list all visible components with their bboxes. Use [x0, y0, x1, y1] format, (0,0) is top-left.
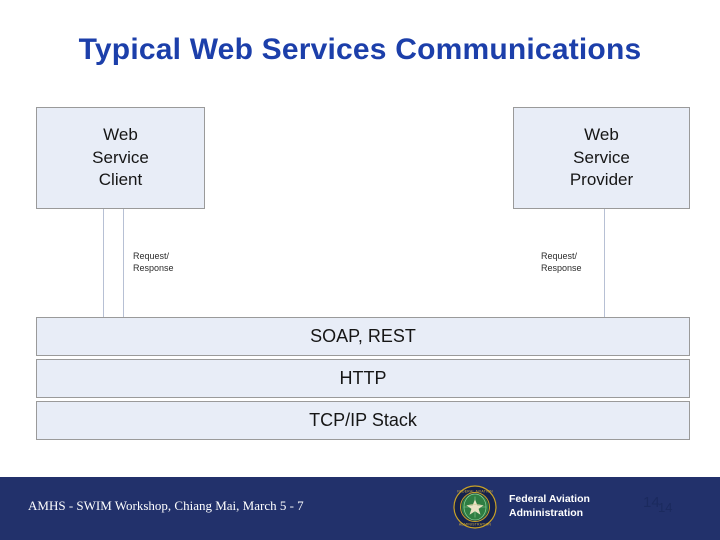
connector-line-client-right — [123, 209, 124, 319]
node-web-service-client[interactable]: Web Service Client — [36, 107, 205, 209]
slide-number-primary: 14 — [643, 494, 660, 511]
page-title: Typical Web Services Communications — [78, 33, 642, 66]
flow-label-right-line-2: Response — [541, 263, 582, 274]
flow-label-client-request-response: Request/ Response — [133, 250, 174, 274]
slide-footer: AMHS - SWIM Workshop, Chiang Mai, March … — [0, 477, 720, 540]
stack-layer-tcp-ip-label: TCP/IP Stack — [309, 410, 417, 430]
faa-agency-name: Federal Aviation Administration — [509, 493, 590, 521]
footer-event-text: AMHS - SWIM Workshop, Chiang Mai, March … — [28, 498, 304, 513]
node-web-service-provider-label: Web Service Provider — [570, 124, 633, 192]
svg-text:FEDERAL AVIATION: FEDERAL AVIATION — [457, 489, 493, 493]
node-provider-line-3: Provider — [569, 170, 634, 190]
stack-layer-http[interactable]: HTTP — [36, 359, 690, 398]
flow-label-right-line-1: Request/ — [541, 251, 578, 261]
node-web-service-client-label: Web Service Client — [92, 124, 149, 192]
stack-layer-soap-rest-label: SOAP, REST — [310, 326, 416, 346]
node-client-line-3: Client — [98, 170, 143, 190]
slide-number-secondary: 14 — [658, 500, 673, 515]
flow-label-left-line-1: Request/ — [133, 251, 170, 261]
node-provider-line-1: Web — [584, 125, 619, 145]
connector-line-client-left — [103, 209, 104, 319]
stack-layer-http-label: HTTP — [339, 368, 387, 388]
faa-agency-line-2: Administration — [509, 506, 584, 519]
node-client-line-1: Web — [103, 125, 138, 145]
web-services-diagram: Web Service Client Web Service Provider … — [36, 107, 690, 440]
node-provider-line-2: Service — [573, 147, 630, 167]
stack-layer-tcp-ip[interactable]: TCP/IP Stack — [36, 401, 690, 440]
node-web-service-provider[interactable]: Web Service Provider — [513, 107, 690, 209]
faa-agency-line-1: Federal Aviation — [509, 493, 590, 505]
node-client-line-2: Service — [92, 147, 149, 167]
flow-label-left-line-2: Response — [133, 263, 174, 274]
stack-layer-soap-rest[interactable]: SOAP, REST — [36, 317, 690, 356]
faa-seal-icon: FEDERAL AVIATION ADMINISTRATION — [453, 485, 497, 529]
svg-text:ADMINISTRATION: ADMINISTRATION — [459, 522, 492, 526]
connector-line-provider — [604, 209, 605, 319]
flow-label-provider-request-response: Request/ Response — [541, 250, 582, 274]
